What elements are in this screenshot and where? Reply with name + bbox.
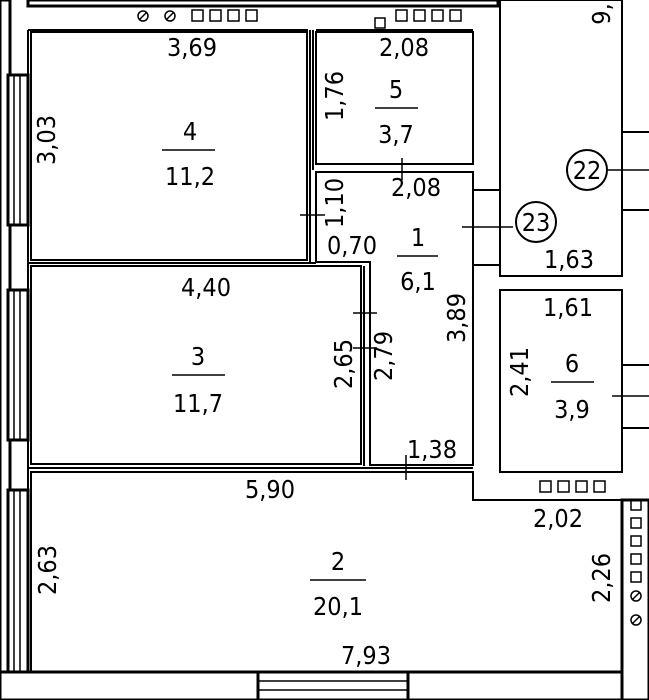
- callout-22-label: 22: [573, 156, 602, 185]
- dimension-labels: 3,69 3,03 2,08 1,76 2,08 1,10 0,70 3,89 …: [32, 3, 616, 670]
- dim-r6-top: 1,61: [543, 293, 593, 322]
- dim-r3-top: 4,40: [181, 273, 231, 302]
- room-4-number: 4: [183, 117, 197, 146]
- dim-r5-top: 2,08: [379, 33, 429, 62]
- callouts: 22 23: [515, 149, 608, 243]
- callout-22-circle: [566, 149, 608, 191]
- dim-r1-side-b: 0,70: [327, 231, 377, 260]
- room-1-area: 6,1: [400, 267, 436, 296]
- room-2-area: 20,1: [313, 592, 363, 621]
- room-1-number: 1: [411, 223, 425, 252]
- dim-r6-left: 2,41: [505, 347, 534, 397]
- dimension-ticks: [300, 158, 649, 480]
- room-3-area: 11,7: [173, 389, 223, 418]
- room-3-outline: [30, 265, 362, 465]
- balcony-outline: [499, 0, 623, 277]
- room-4-outline: [30, 31, 308, 261]
- dim-r2-bottom: 7,93: [341, 641, 391, 670]
- top-symbols: [137, 9, 462, 29]
- room-5-outline: [315, 31, 474, 165]
- room-6-area: 3,9: [554, 395, 590, 424]
- dim-balcony-bottom: 1,63: [544, 245, 594, 274]
- dim-balcony-top: 9,: [587, 3, 616, 24]
- dim-r1-right: 3,89: [442, 293, 471, 343]
- dim-r1-bottom: 1,38: [407, 435, 457, 464]
- dim-r4-left: 3,03: [32, 115, 61, 165]
- room-2-outline: [30, 471, 623, 673]
- room-5-number: 5: [389, 75, 403, 104]
- room-4-area: 11,2: [165, 162, 215, 191]
- dim-r4-top: 3,69: [167, 33, 217, 62]
- callout-23-label: 23: [522, 208, 551, 237]
- right-symbols: [539, 480, 642, 626]
- dim-r2-right: 2,26: [587, 553, 616, 603]
- dim-r1-top: 2,08: [391, 173, 441, 202]
- dim-r2-step: 2,02: [533, 504, 583, 533]
- bottom-window: [256, 670, 410, 700]
- room-6-outline: [499, 289, 623, 473]
- dim-r3-right-b: 2,79: [369, 331, 398, 381]
- room-5-area: 3,7: [378, 120, 414, 149]
- dim-r2-left: 2,63: [33, 545, 62, 595]
- dim-r1-side-a: 1,10: [320, 178, 349, 228]
- room-6-number: 6: [565, 349, 579, 378]
- wall-right-lower: [620, 498, 649, 700]
- room-3-number: 3: [191, 342, 205, 371]
- dim-r5-left: 1,76: [320, 71, 349, 121]
- room-labels: 4 11,2 5 3,7 1 6,1 3 11,7 6 3,9 2 20,1: [162, 75, 594, 621]
- callout-23-circle: [515, 201, 557, 243]
- wall-top: [26, 0, 500, 8]
- dim-r3-right-a: 2,65: [329, 339, 358, 389]
- dim-r2-top: 5,90: [245, 475, 295, 504]
- interior-walls: [27, 0, 649, 673]
- left-windows: [6, 73, 30, 692]
- room-2-number: 2: [331, 547, 345, 576]
